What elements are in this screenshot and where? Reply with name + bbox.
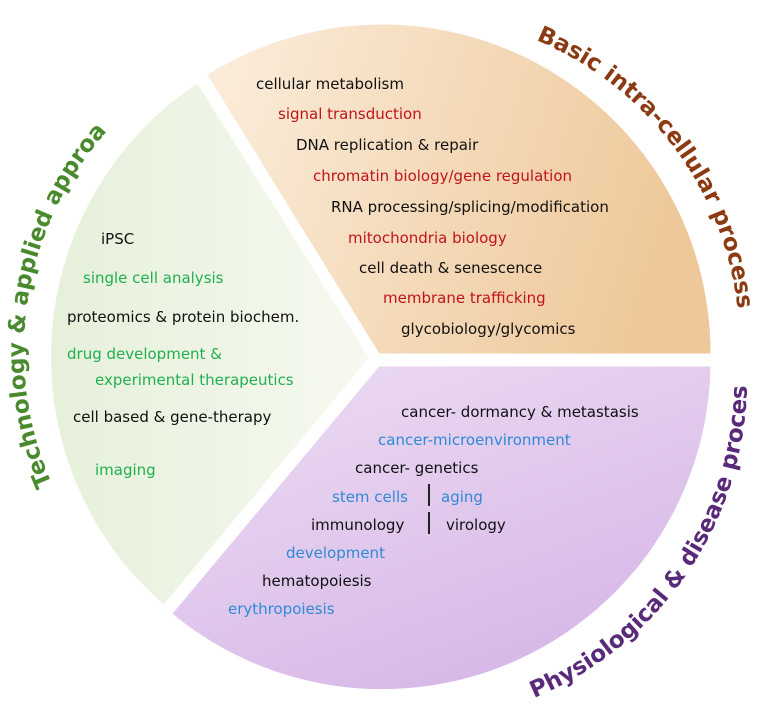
physiological-item: cancer- genetics [355, 459, 479, 477]
technology-item: iPSC [101, 230, 135, 248]
physiological-wedge [165, 361, 716, 695]
physiological-item: aging [441, 488, 483, 506]
physiological-item: hematopoiesis [262, 572, 372, 590]
technology-item: drug development & [67, 345, 222, 363]
physiological-item: development [286, 544, 385, 562]
physiological-item: cancer- dormancy & metastasis [401, 403, 639, 421]
basic-item: signal transduction [278, 105, 422, 123]
basic-item: RNA processing/splicing/modification [331, 198, 609, 216]
physiological-item: virology [446, 516, 506, 534]
physiological-item: erythropoiesis [228, 600, 335, 618]
basic-item: cellular metabolism [256, 75, 404, 93]
basic-item: DNA replication & repair [296, 136, 479, 154]
basic-item: mitochondria biology [348, 229, 507, 247]
basic-item: chromatin biology/gene regulation [313, 167, 572, 185]
basic-item: cell death & senescence [359, 259, 543, 277]
physiological-item: cancer-microenvironment [378, 431, 571, 449]
separator-bar [428, 512, 430, 534]
physiological-item: stem cells [332, 488, 408, 506]
physiological-item: immunology [311, 516, 405, 534]
technology-item: imaging [95, 461, 156, 479]
technology-item: single cell analysis [83, 269, 224, 287]
technology-wedge [46, 76, 376, 612]
technology-item: cell based & gene-therapy [73, 408, 272, 426]
basic-item: glycobiology/glycomics [401, 320, 576, 338]
technology-item: proteomics & protein biochem. [67, 308, 300, 326]
basic-processes-wedge [200, 19, 716, 359]
technology-item: experimental therapeutics [95, 371, 294, 389]
basic-item: membrane trafficking [383, 289, 546, 307]
separator-bar [428, 484, 430, 506]
